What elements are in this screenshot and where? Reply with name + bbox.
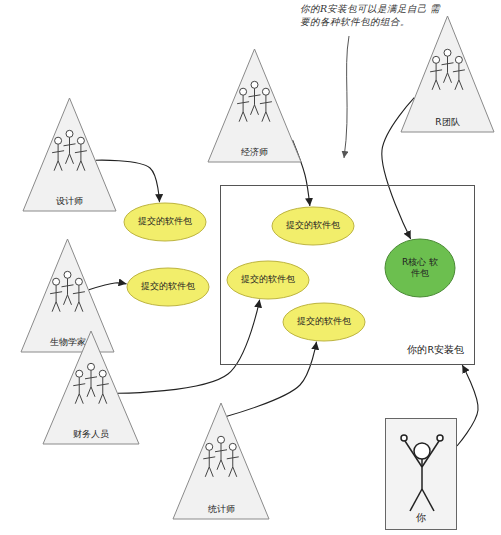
group-triangle: 生物学家: [20, 238, 115, 353]
triangle-shape: [173, 403, 269, 519]
package-label: R核心 软件包: [400, 257, 440, 280]
group-label: 统计师: [208, 504, 235, 515]
triangle-outline: [207, 48, 302, 163]
stick-figures: [73, 363, 109, 403]
package-ellipse: R核心 软件包: [384, 238, 456, 298]
package-label: 提交的软件包: [141, 281, 195, 292]
package-label: 提交的软件包: [297, 316, 351, 327]
triangle-outline: [400, 15, 495, 133]
person-box: 你: [385, 418, 457, 530]
group-label: 经济师: [241, 147, 268, 158]
leader-line: [344, 36, 349, 158]
triangle-shape: [208, 49, 301, 162]
triangle-shape: [43, 331, 139, 444]
package-ellipse: 提交的软件包: [123, 202, 207, 242]
stick-figures: [203, 436, 239, 477]
package-ellipse: 提交的软件包: [271, 206, 355, 246]
ellipse-shape: [124, 203, 206, 241]
connector-arrow: [118, 300, 260, 394]
install-box: 你的R安装包提交的软件包R核心 软件包提交的软件包提交的软件包: [220, 185, 475, 365]
ellipse-shape: [127, 268, 209, 306]
ellipse-shape: [272, 207, 354, 245]
triangle-outline: [20, 238, 115, 353]
group-label: 设计师: [56, 196, 83, 207]
package-label: 提交的软件包: [286, 220, 340, 231]
group-triangle: 设计师: [22, 97, 117, 212]
package-ellipse: 提交的软件包: [226, 260, 310, 300]
triangle-shape: [21, 239, 114, 352]
connector-arrow: [227, 342, 317, 416]
ellipse-shape: [227, 261, 309, 299]
stick-figures: [430, 49, 465, 90]
connector-arrow: [89, 283, 127, 290]
group-label: 财务人员: [73, 429, 109, 440]
group-triangle: R团队: [400, 15, 495, 133]
group-label: 生物学家: [50, 337, 86, 348]
group-label: 你: [416, 512, 426, 525]
triangle-shape: [401, 16, 494, 132]
package-label: 提交的软件包: [241, 274, 295, 285]
group-triangle: 财务人员: [42, 330, 140, 445]
triangle-shape: [23, 98, 116, 211]
annotation-note: 你的R安装包可以是满足自己 需要的各种软件包的组合。: [300, 3, 442, 29]
triangle-outline: [22, 97, 117, 212]
group-label: R团队: [435, 117, 459, 128]
connector-arrow: [457, 365, 478, 446]
stick-figures: [52, 130, 87, 170]
triangle-outline: [42, 330, 140, 445]
group-triangle: 统计师: [172, 402, 270, 520]
stick-figures: [50, 271, 85, 311]
package-ellipse: 提交的软件包: [282, 302, 366, 342]
stick-figures: [237, 81, 272, 121]
install-label: 你的R安装包: [407, 344, 464, 356]
triangle-outline: [172, 402, 270, 520]
package-label: 提交的软件包: [138, 216, 192, 227]
ellipse-shape: [385, 239, 455, 297]
ellipse-shape: [283, 303, 365, 341]
package-ellipse: 提交的软件包: [126, 267, 210, 307]
group-triangle: 经济师: [207, 48, 302, 163]
